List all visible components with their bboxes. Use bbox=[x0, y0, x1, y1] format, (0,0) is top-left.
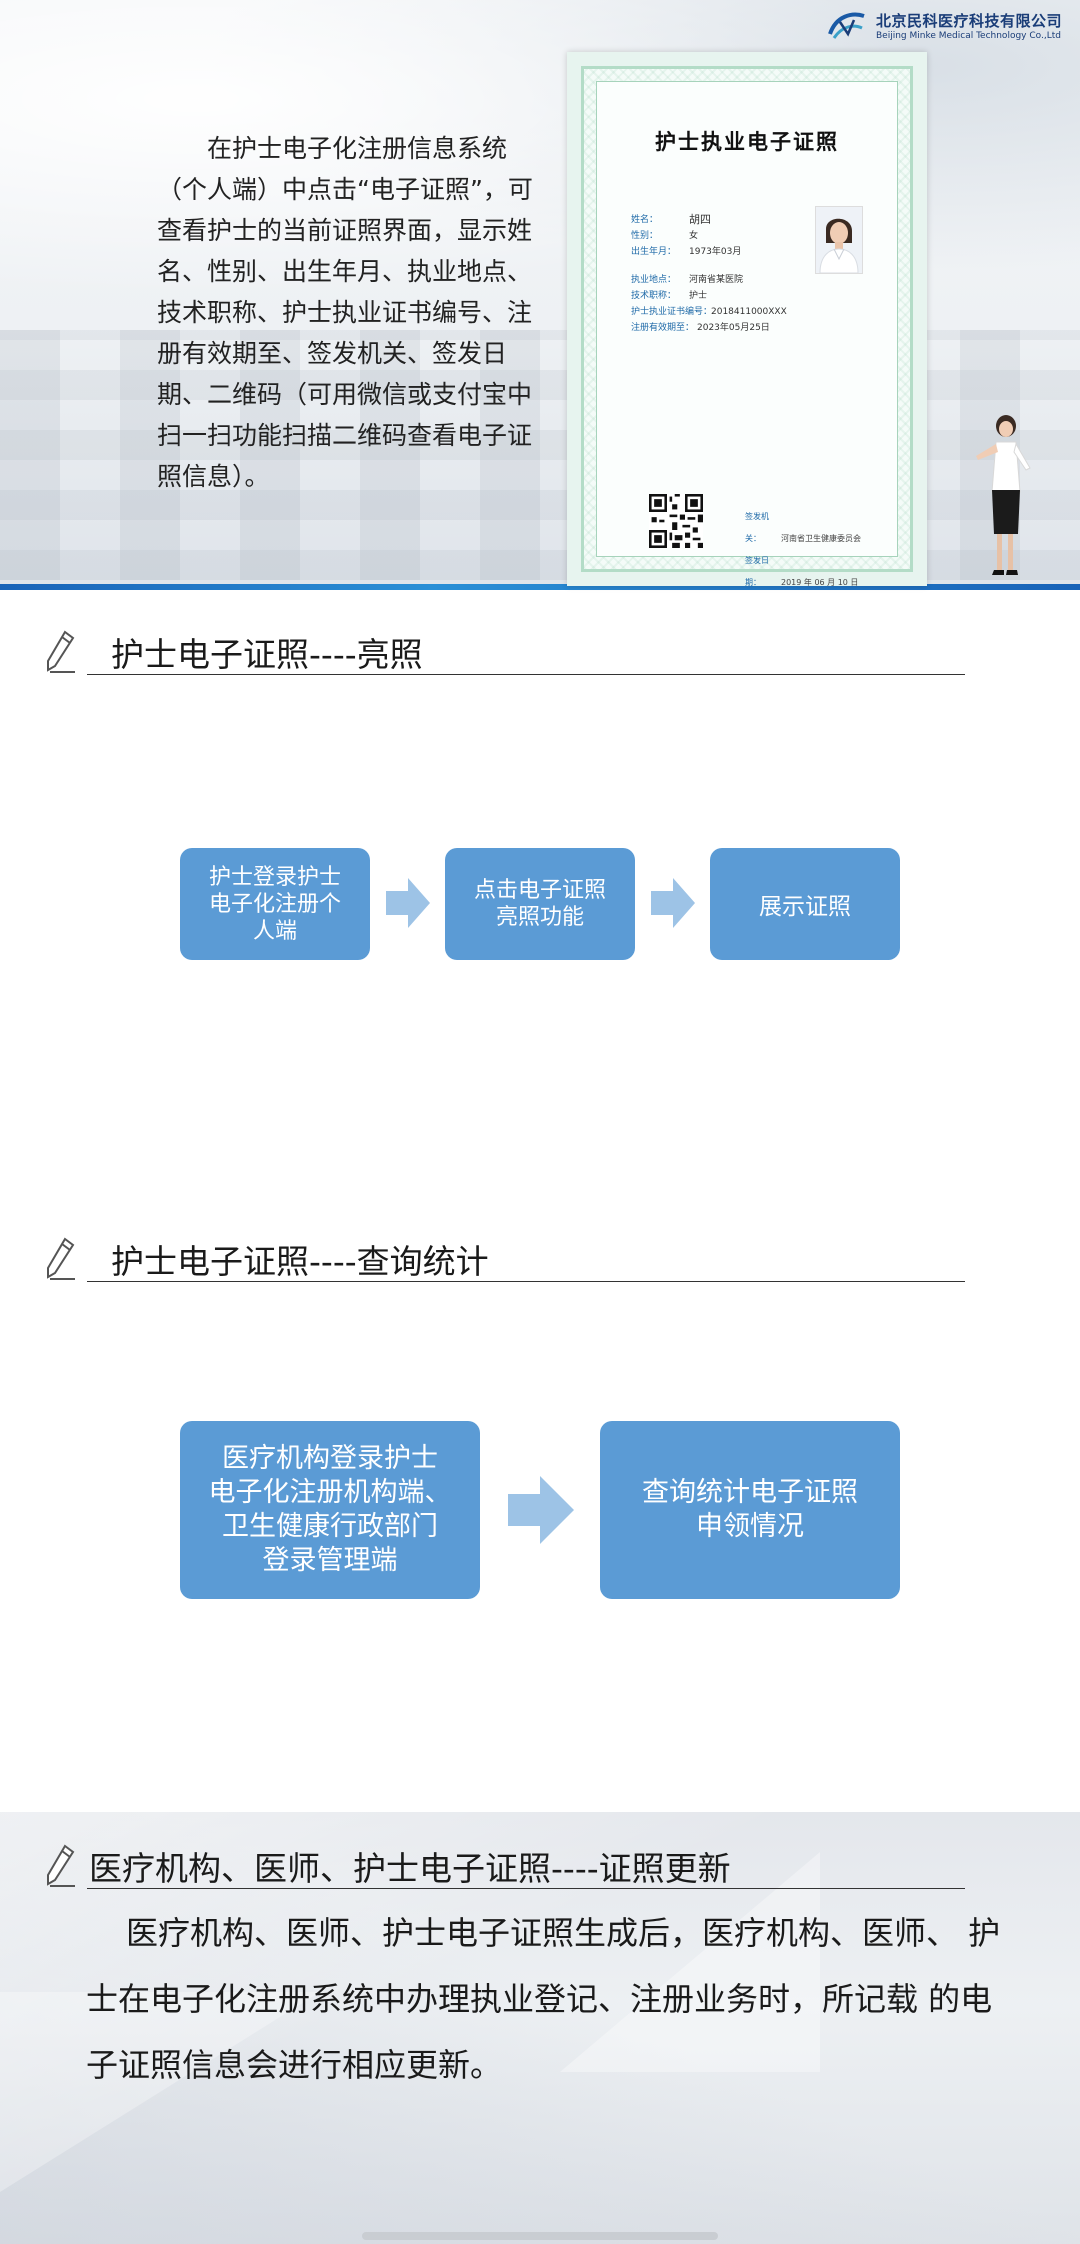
flow-step-line: 展示证照 bbox=[759, 894, 851, 920]
company-name-en: Beijing Minke Medical Technology Co.,Ltd bbox=[875, 30, 1061, 41]
section-divider bbox=[87, 1888, 965, 1889]
arrow-right-icon bbox=[386, 878, 430, 928]
certificate-value: 河南省某医院 bbox=[689, 275, 744, 285]
issuer-key: 签发机关： bbox=[745, 512, 769, 543]
flow-step-line: 申领情况 bbox=[696, 1511, 804, 1542]
section-divider bbox=[87, 674, 965, 675]
intro-paragraph: 在护士电子化注册信息系统（个人端）中点击“电子证照”，可查看护士的当前证照界面，… bbox=[157, 134, 533, 491]
flow-step-line: 点击电子证照 bbox=[473, 878, 606, 903]
certificate-value: 2023年05月25日 bbox=[697, 323, 770, 333]
certificate-key: 姓名： bbox=[631, 215, 659, 225]
section-title: 护士电子证照----亮照 bbox=[111, 635, 423, 674]
flow-step-institution-login: 医疗机构登录护士 电子化注册机构端、 卫生健康行政部门 登录管理端 bbox=[180, 1421, 480, 1599]
issue-date-key: 签发日期： bbox=[745, 556, 769, 587]
certificate-key: 技术职称： bbox=[631, 291, 677, 301]
certificate-key: 注册有效期至： bbox=[631, 323, 695, 333]
issue-date-value: 2019 年 06 月 10 日 bbox=[781, 578, 859, 587]
flow-step-click-license: 点击电子证照 亮照功能 bbox=[445, 848, 635, 960]
certificate-row-number: 护士执业证书编号：2018411000XXX bbox=[631, 304, 831, 320]
update-paragraph: 医疗机构、医师、护士电子证照生成后，医疗机构、医师、 护士在电子化注册系统中办理… bbox=[86, 1914, 1001, 2084]
certificate-value: 护士 bbox=[689, 291, 708, 301]
certificate-key: 护士执业证书编号： bbox=[631, 307, 713, 317]
certificate-row-birth: 出生年月： 1973年03月 bbox=[631, 244, 831, 260]
company-logo-icon bbox=[828, 12, 865, 39]
person-photo-icon bbox=[816, 207, 862, 273]
flow-step-line: 人端 bbox=[252, 918, 297, 944]
section-header-license-update: 医疗机构、医师、护士电子证照----证照更新 bbox=[45, 1836, 965, 1896]
flow-step-line: 医疗机构登录护士 bbox=[222, 1443, 438, 1474]
arrow-right-icon bbox=[651, 878, 695, 928]
flow-step-line: 电子化注册机构端、 bbox=[208, 1477, 452, 1508]
certificate-card: 护士执业电子证照 姓名： 胡四 性别： 女 出生年月： 1973年03月 执业地点： 河… bbox=[567, 52, 927, 587]
certificate-issuer-block: 签发机关： 河南省卫生健康委员会 签发日期： 2019 年 06 月 10 日 bbox=[745, 506, 861, 594]
certificate-row-title: 技术职称： 护士 bbox=[631, 288, 831, 304]
certificate-photo bbox=[815, 206, 863, 274]
certificate-border: 护士执业电子证照 姓名： 胡四 性别： 女 出生年月： 1973年03月 执业地点： 河… bbox=[581, 66, 913, 587]
certificate-value: 2018411000XXX bbox=[711, 307, 787, 317]
flow-step-display-license: 展示证照 bbox=[710, 848, 900, 960]
issuer-value: 河南省卫生健康委员会 bbox=[781, 534, 861, 543]
flow-step-line: 电子化注册个 bbox=[208, 891, 341, 917]
flow-step-query-statistics: 查询统计电子证照 申领情况 bbox=[600, 1421, 900, 1599]
flow-step-line: 登录管理端 bbox=[262, 1545, 398, 1576]
section-divider bbox=[87, 1281, 965, 1282]
bottom-background bbox=[0, 1812, 1080, 2244]
flow-step-line: 卫生健康行政部门 bbox=[222, 1511, 438, 1542]
certificate-row-valid: 注册有效期至：2023年05月25日 bbox=[631, 320, 831, 336]
certificate-row-name: 姓名： 胡四 bbox=[631, 212, 831, 228]
flow-step-line: 护士登录护士 bbox=[208, 864, 341, 890]
company-name-cn: 北京民科医疗科技有限公司 bbox=[875, 11, 1062, 30]
certificate-value: 女 bbox=[689, 231, 699, 241]
arrow-right-icon bbox=[508, 1476, 574, 1544]
flow-step-login-nurse: 护士登录护士 电子化注册个 人端 bbox=[180, 848, 370, 960]
certificate-value: 1973年03月 bbox=[689, 247, 742, 257]
scrollbar[interactable] bbox=[362, 2232, 718, 2240]
nurse-figure-icon bbox=[976, 415, 1031, 575]
section-title: 医疗机构、医师、护士电子证照----证照更新 bbox=[89, 1849, 731, 1888]
section-header-query-statistics: 护士电子证照----查询统计 bbox=[45, 1229, 965, 1289]
pencil-icon bbox=[47, 630, 75, 673]
flow-step-line: 查询统计电子证照 bbox=[642, 1477, 858, 1508]
certificate-row-gender: 性别： 女 bbox=[631, 228, 831, 244]
qr-code-icon bbox=[649, 494, 703, 548]
section-title: 护士电子证照----查询统计 bbox=[111, 1242, 489, 1281]
company-logo: 北京民科医疗科技有限公司 Beijing Minke Medical Techn… bbox=[826, 8, 1062, 42]
certificate-key: 出生年月： bbox=[631, 247, 677, 257]
pencil-icon bbox=[47, 1844, 75, 1887]
pencil-icon bbox=[47, 1237, 75, 1280]
certificate-fields: 姓名： 胡四 性别： 女 出生年月： 1973年03月 执业地点： 河南省某医院 技术职… bbox=[631, 212, 831, 336]
certificate-title: 护士执业电子证照 bbox=[655, 130, 839, 154]
certificate-key: 性别： bbox=[631, 231, 659, 241]
flow-step-line: 亮照功能 bbox=[495, 905, 584, 930]
certificate-key: 执业地点： bbox=[631, 275, 677, 285]
certificate-row-location: 执业地点： 河南省某医院 bbox=[631, 272, 831, 288]
banner-blue-bar bbox=[0, 584, 1080, 590]
certificate-inner: 护士执业电子证照 姓名： 胡四 性别： 女 出生年月： 1973年03月 执业地点： 河… bbox=[596, 81, 898, 587]
certificate-value: 胡四 bbox=[689, 213, 711, 226]
section-header-show-license: 护士电子证照----亮照 bbox=[45, 622, 965, 682]
